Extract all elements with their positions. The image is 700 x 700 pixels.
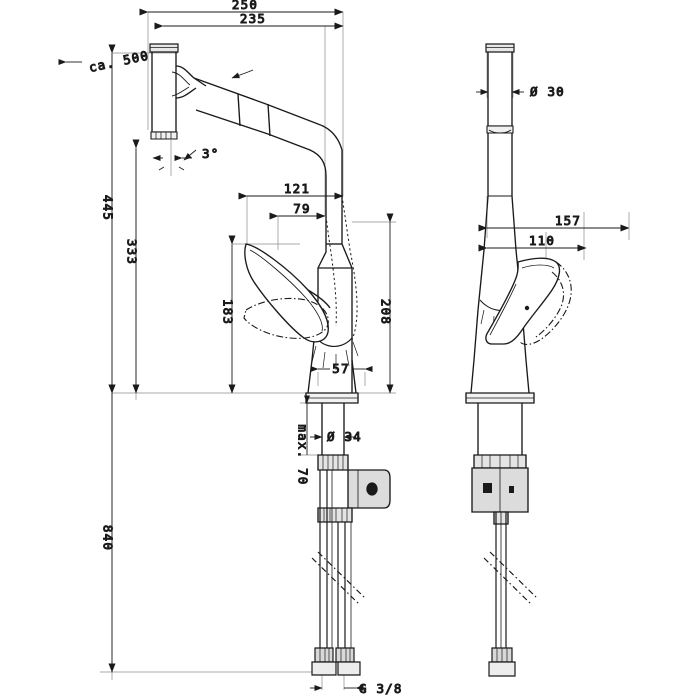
dim-label-445: 445 [101,195,116,221]
pullout-spray-head [149,43,207,140]
handle-phantom-position-front [243,297,329,339]
dim-label-183: 183 [221,299,236,325]
dim-label-840: 840 [101,525,116,551]
supply-hoses-side [495,512,507,652]
lever-handle-side [485,257,561,345]
dim-label-max-70: max. 70 [296,424,311,485]
dim-157 [478,212,630,240]
dim-ca-500 [58,59,254,79]
dim-label-333: 333 [125,239,140,265]
dim-label-ca-500: ca. 500 [88,48,151,75]
dim-label-g38: G 3/8 [359,681,403,696]
handle-phantom-position-side [519,261,572,345]
spout-swivel-phantom-front [325,195,358,341]
dim-label-79: 79 [293,201,310,216]
dim-label-235: 235 [240,11,266,26]
dim-label-110: 110 [529,233,555,248]
supply-hoses-front [319,470,352,652]
dim-3-degree [152,139,197,176]
pullout-spray-head-side [485,43,515,134]
lever-handle-front [244,243,331,343]
break-line-front [311,551,367,606]
dim-label-157: 157 [555,213,581,228]
hose-end-fittings-side [488,647,516,677]
break-line-side [483,551,539,606]
dim-label-dia-34: Ø 34 [327,429,362,444]
hose-end-fittings-front [311,647,361,676]
dim-label-3-degree: 3° [202,146,219,161]
spout-arm [193,77,343,216]
dimension-lines [58,8,630,691]
dim-label-dia-30: Ø 30 [530,84,565,99]
dim-label-121: 121 [284,181,310,196]
dim-label-208: 208 [379,299,394,325]
dim-label-57: 57 [332,361,349,376]
dim-label-250: 250 [232,0,258,12]
deck-mount-assembly-front [305,392,391,523]
deck-mount-assembly-side [465,392,535,525]
